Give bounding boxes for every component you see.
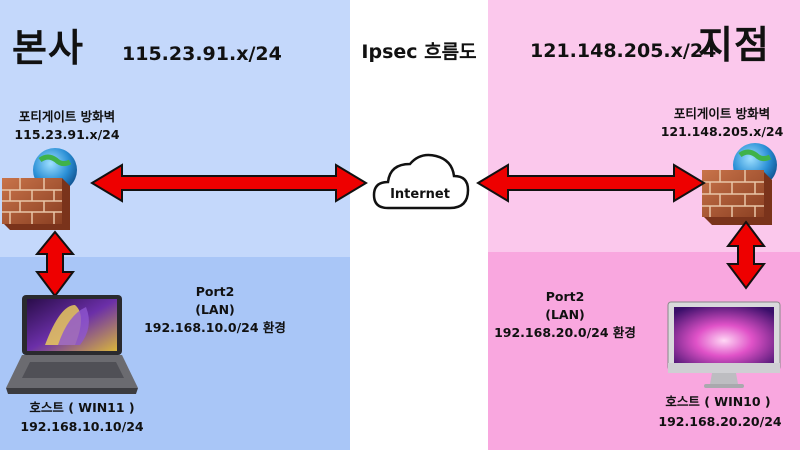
diagram-title: Ipsec 흐름도	[361, 41, 477, 63]
internet-region	[350, 0, 488, 450]
branch-port-type: (LAN)	[545, 307, 585, 322]
hq-subnet: 115.23.91.x/24	[122, 43, 282, 65]
firewall-icon	[702, 143, 777, 225]
cloud-label: Internet	[390, 187, 450, 202]
branch-firewall-label: 포티게이트 방화벽	[673, 106, 771, 121]
branch-host-ip: 192.168.20.20/24	[658, 414, 782, 429]
hq-firewall-subnet: 115.23.91.x/24	[14, 127, 120, 142]
firewall-icon	[2, 148, 77, 230]
double-arrow	[726, 220, 766, 290]
hq-host-ip: 192.168.10.10/24	[20, 419, 144, 434]
double-arrow	[476, 163, 706, 203]
hq-firewall-label: 포티게이트 방화벽	[18, 109, 116, 124]
hq-port-name: Port2	[195, 284, 235, 299]
laptop-icon	[6, 295, 138, 394]
branch-port-env: 192.168.20.0/24 환경	[494, 325, 636, 340]
branch-title: 지점	[698, 23, 770, 67]
double-arrow	[34, 230, 76, 298]
branch-host-label: 호스트 ( WIN10 )	[665, 394, 771, 409]
hq-host-label: 호스트 ( WIN11 )	[29, 400, 135, 415]
hq-title: 본사	[12, 26, 84, 70]
hq-port-type: (LAN)	[195, 302, 235, 317]
hq-port-env: 192.168.10.0/24 환경	[144, 320, 286, 335]
branch-subnet: 121.148.205.x/24	[530, 40, 717, 62]
branch-firewall-subnet: 121.148.205.x/24	[660, 124, 784, 139]
monitor-icon	[667, 301, 781, 388]
cloud-icon	[372, 153, 470, 210]
branch-port-name: Port2	[545, 289, 585, 304]
double-arrow	[90, 163, 368, 203]
